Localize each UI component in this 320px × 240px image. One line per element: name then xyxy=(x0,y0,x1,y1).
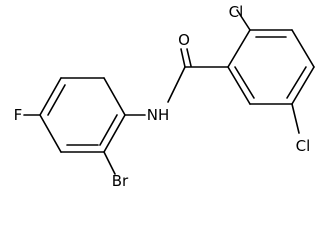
bond-ring-b-4 xyxy=(39,77,62,116)
bond-c-br xyxy=(103,151,116,175)
atom-nitrogen: NH xyxy=(147,106,170,124)
bond-ring-a-4 xyxy=(291,66,315,105)
atom-bromine: Br xyxy=(112,172,129,189)
bond-ring-b-6 xyxy=(103,77,126,116)
dichlorophenyl-ring xyxy=(227,29,315,105)
bromofluorophenyl-ring xyxy=(39,77,126,153)
bond-ring-a-6 xyxy=(227,66,251,105)
bond-ring-a-3 xyxy=(291,29,315,68)
bond-carbonyl-to-nh xyxy=(167,66,186,103)
bond-ring-b-inner-2 xyxy=(47,84,66,116)
bond-ring-b-1 xyxy=(103,114,126,153)
bond-c-cl-top xyxy=(236,9,251,31)
bond-ring-a-inner-3 xyxy=(234,66,255,99)
bond-c-cl-bottom xyxy=(291,103,300,134)
atom-fluorine: F xyxy=(14,106,23,124)
bond-ring-a-inner-2 xyxy=(286,66,307,99)
bond-ring-b-inner-1 xyxy=(99,114,118,146)
atom-chlorine-bottom: Cl xyxy=(296,137,311,155)
atom-chlorine-top: Cl xyxy=(229,3,244,21)
bond-carbonyl-co-2 xyxy=(186,48,192,67)
bond-carbonyl-co-1 xyxy=(180,48,186,68)
bond-ring-a-1 xyxy=(227,29,251,68)
bond-ring-b-3 xyxy=(39,114,62,153)
atom-oxygen: O xyxy=(178,31,190,49)
chemical-structure-diagram: O NH Cl Cl F Br xyxy=(14,3,315,189)
